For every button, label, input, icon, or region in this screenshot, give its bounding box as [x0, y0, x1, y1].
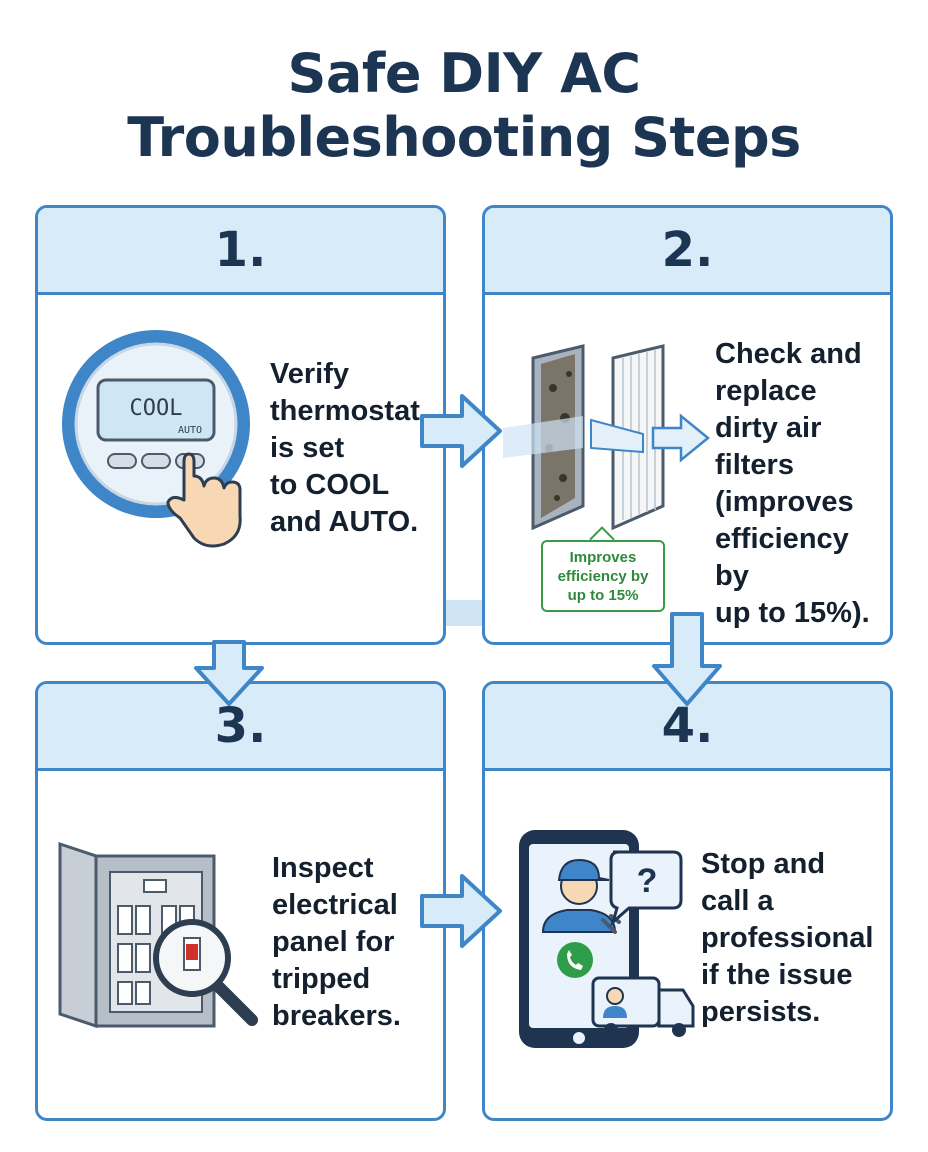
step-description: Inspect electrical panel for tripped bre… [272, 852, 401, 1032]
step-description: Check and replace dirty air filters (imp… [715, 338, 870, 629]
question-mark: ? [637, 862, 658, 900]
step-description: Stop and call a professional if the issu… [701, 848, 874, 1028]
thermostat-icon: COOL AUTO [62, 330, 250, 548]
air-filter-icon [503, 344, 710, 531]
title-line-1: Safe DIY AC [287, 42, 642, 105]
step-card-3: 3. Inspect electrical panel for tripped … [35, 681, 446, 1121]
page-title: Safe DIY AC Troubleshooting Steps [0, 42, 928, 170]
step-number: 1. [38, 208, 443, 295]
title-line-2: Troubleshooting Steps [127, 106, 801, 169]
step-number: 3. [38, 684, 443, 771]
arrow-2-to-4 [652, 612, 722, 706]
display-mode-text: COOL [130, 396, 183, 421]
arrow-1-to-3 [194, 640, 264, 706]
arrow-1-to-2 [420, 394, 502, 468]
electrical-panel-icon [58, 841, 258, 1029]
step-card-1: 1. COOL AUTO Verify thermostat is set to… [35, 205, 446, 645]
phone-technician-icon: ? [519, 830, 695, 1048]
step-card-4: 4. ? Stop and call a professional if the… [482, 681, 893, 1121]
arrow-3-to-4 [420, 874, 502, 948]
step-description: Verify thermostat is set to COOL and AUT… [270, 358, 420, 538]
step-number: 2. [485, 208, 890, 295]
connector-band-2 [440, 600, 490, 626]
efficiency-badge: Improves efficiency by up to 15% [541, 540, 665, 612]
display-sub-text: AUTO [178, 425, 202, 436]
step-card-2: 2. Improves efficiency by up to 15% Chec… [482, 205, 893, 645]
